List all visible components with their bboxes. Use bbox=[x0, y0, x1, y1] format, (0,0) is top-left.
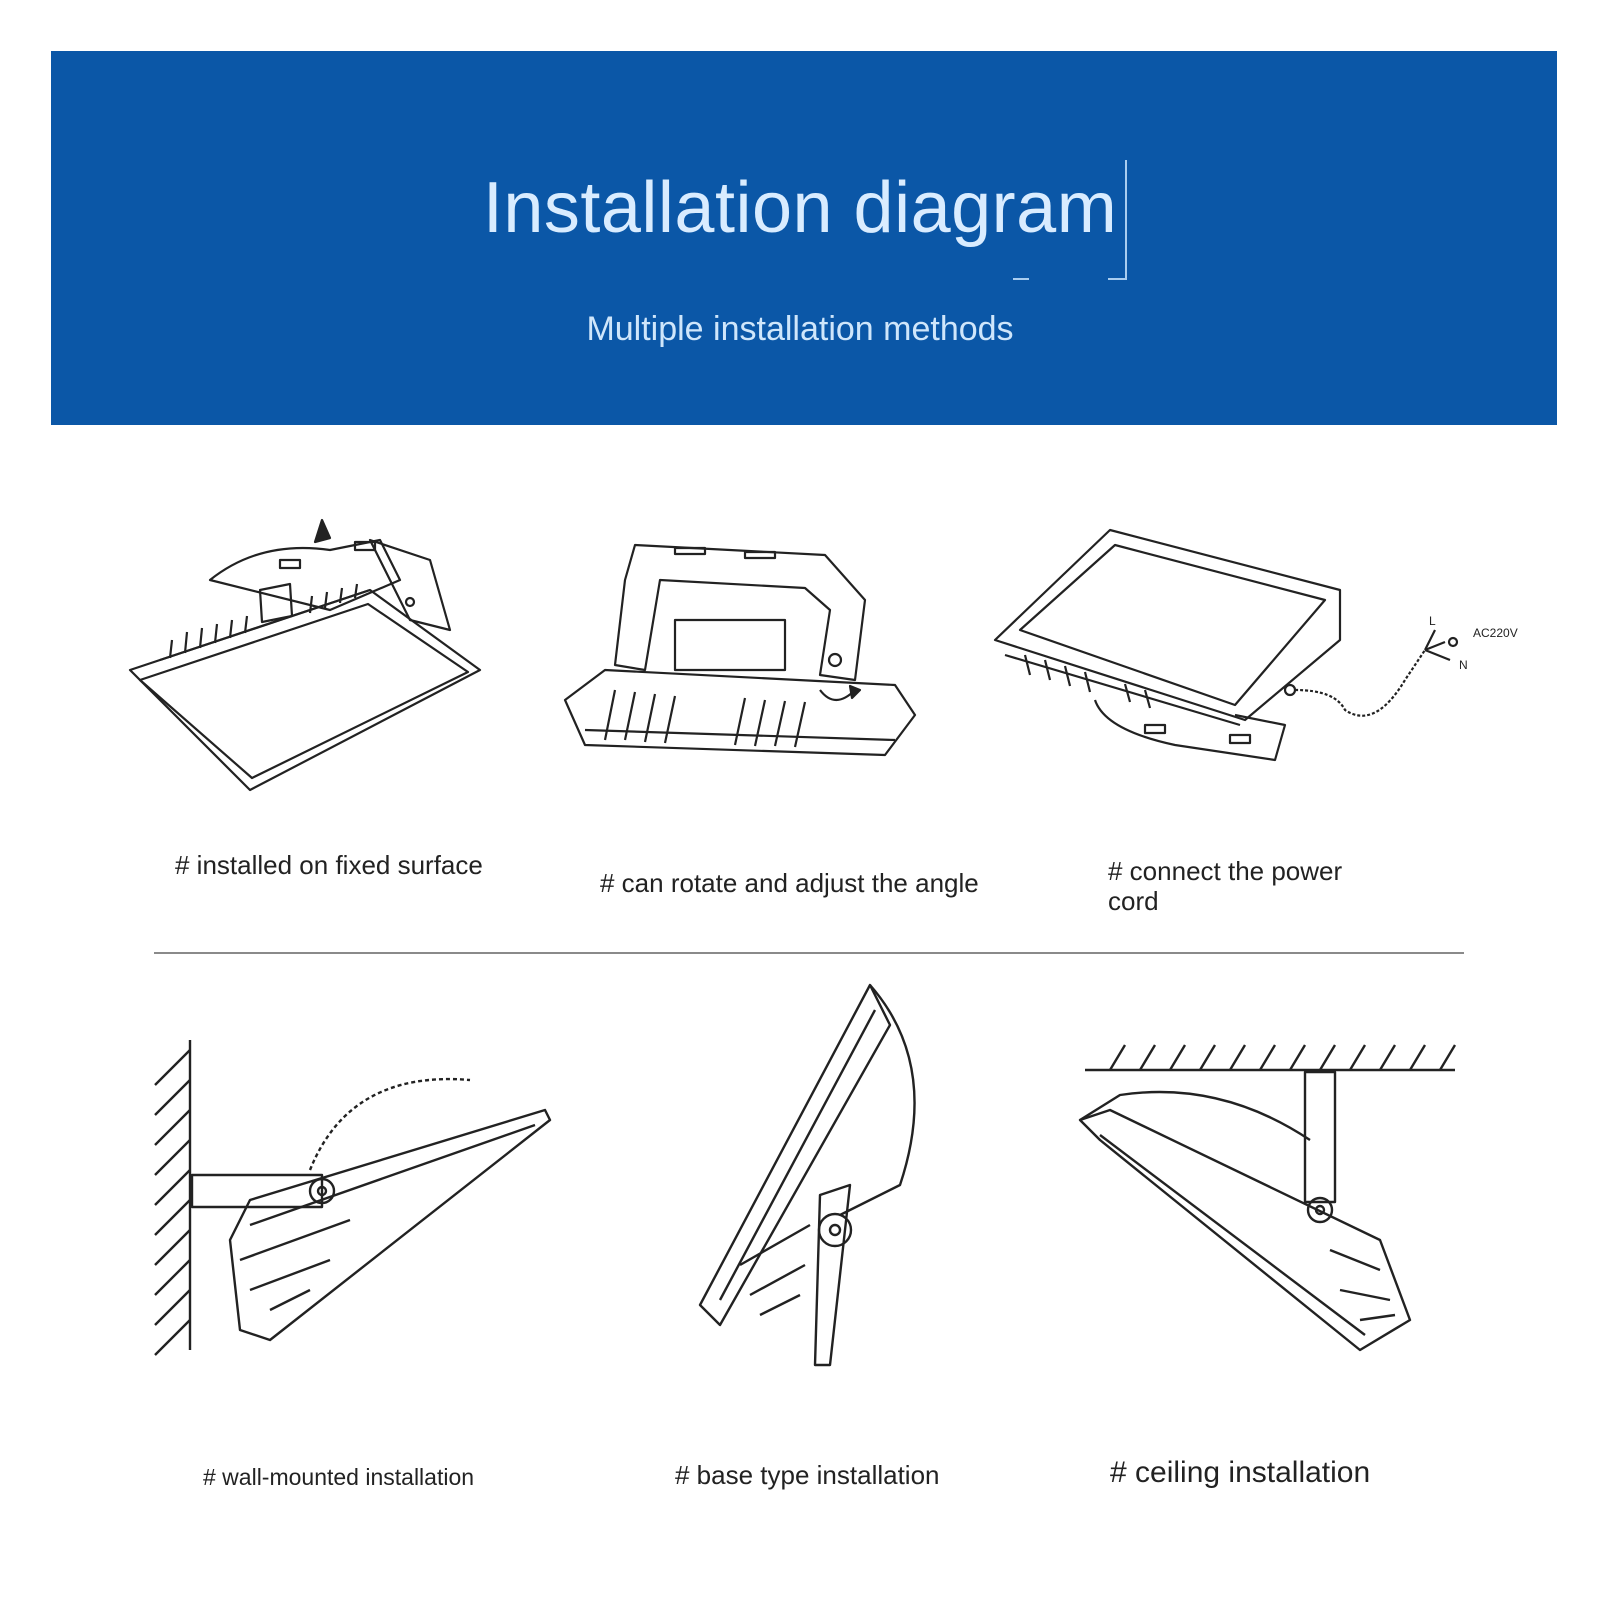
floodlight-fixed-surface-icon bbox=[128, 518, 482, 792]
floodlight-ceiling-mount-icon bbox=[1078, 1044, 1457, 1352]
diagram-wall-mounted: # wall-mounted installation bbox=[150, 1040, 570, 1490]
floodlight-wall-mount-icon bbox=[154, 1040, 552, 1356]
caption-base-type: # base type installation bbox=[675, 1460, 940, 1490]
caption-power-cord: # connect the power cord bbox=[1108, 856, 1343, 916]
label-neutral: N bbox=[1459, 658, 1468, 672]
title-decoration bbox=[1013, 278, 1029, 280]
page-subtitle: Multiple installation methods bbox=[586, 310, 1014, 348]
diagram-rotate-angle: # can rotate and adjust the angle bbox=[563, 540, 979, 898]
diagram-base-type: # base type installation bbox=[675, 983, 960, 1490]
label-voltage: AC220V bbox=[1473, 626, 1518, 640]
header-banner bbox=[51, 51, 1557, 425]
diagram-fixed-surface: # installed on fixed surface bbox=[128, 518, 500, 880]
floodlight-power-cord-icon bbox=[993, 528, 1459, 762]
diagram-power-cord: L N AC220V # connect the power cord bbox=[993, 528, 1518, 916]
title-decoration bbox=[1108, 278, 1126, 280]
floodlight-base-mount-icon bbox=[698, 983, 916, 1367]
caption-fixed-surface: # installed on fixed surface bbox=[175, 850, 483, 880]
title-decoration bbox=[1125, 160, 1127, 280]
label-line: L bbox=[1429, 614, 1436, 628]
diagram-ceiling: # ceiling installation bbox=[1078, 1040, 1460, 1488]
floodlight-rotate-icon bbox=[563, 543, 917, 757]
caption-wall-mounted: # wall-mounted installation bbox=[203, 1464, 475, 1490]
caption-rotate-angle: # can rotate and adjust the angle bbox=[600, 868, 979, 898]
caption-ceiling: # ceiling installation bbox=[1110, 1456, 1371, 1489]
page-title: Installation diagram bbox=[482, 168, 1118, 248]
row-divider bbox=[154, 952, 1464, 954]
